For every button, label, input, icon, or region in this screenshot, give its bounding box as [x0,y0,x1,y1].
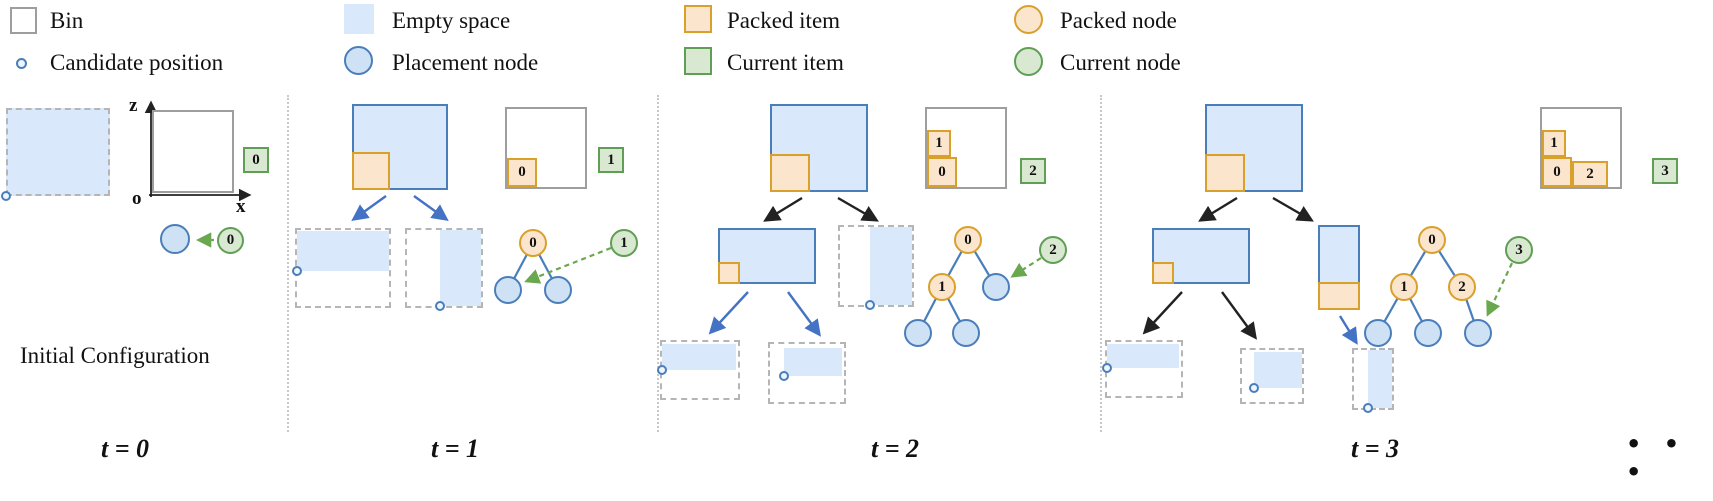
t1-left-candidate-dot [292,266,302,276]
t3-tree-node-1: 1 [1390,273,1418,301]
t1-time-label: t = 1 [430,434,480,463]
t3-grandchild-left-candidate-dot [1102,363,1112,373]
t1-current-node-arrow [524,246,612,284]
legend-packed-item-icon [684,5,712,33]
t0-current-node: 0 [217,227,244,254]
t2-current-node: 2 [1039,236,1067,264]
t3-tree-leaf-1-placement-node [1364,319,1392,347]
legend-current-node-icon [1014,47,1043,76]
t3-right-child-packed-item [1318,282,1360,310]
t2-right-child-empty-space [870,227,912,305]
t3-time-label: t = 3 [1350,434,1400,463]
panel-separator [287,95,289,432]
t1-current-node: 1 [610,229,638,257]
panel-separator [1100,95,1102,432]
t2-time-label: t = 2 [870,434,920,463]
t3-grandchild-mid-empty-space [1254,352,1302,388]
t3-split-arrow-right [1338,315,1358,345]
t1-tree-root-node: 0 [519,229,547,257]
t1-right-child-empty-space [440,230,481,306]
legend-packed-item-label: Packed item [727,8,841,33]
t2-split-arrows-bottom [708,291,821,337]
t2-grandchild-right-empty-space [784,348,842,376]
t2-tree-node-1: 1 [928,273,956,301]
t3-bin-item-0: 0 [1542,157,1572,187]
t0-caption: Initial Configuration [20,343,210,368]
t3-root-packed-item [1205,154,1245,192]
t0-axis-x-label: x [236,196,246,217]
t1-bin-item-0: 0 [507,158,537,187]
t2-right-candidate-dot [865,300,875,310]
t1-tree-left-placement-node [494,276,522,304]
legend-current-item-icon [684,47,712,75]
t3-grandchild-right-candidate-dot [1363,403,1373,413]
t3-bin-item-1: 1 [1542,130,1566,157]
t2-current-node-arrow [1010,257,1042,278]
t2-tree-root-node: 0 [954,226,982,254]
t2-tree-right-placement-node [982,273,1010,301]
legend-placement-node-icon [344,46,373,75]
t1-split-arrows [351,195,449,221]
t2-bin-item-1: 1 [927,130,951,157]
t0-bin [152,110,234,193]
t0-initial-empty-space [6,108,110,196]
t2-split-arrows-top [763,196,879,222]
t2-grandchild-right-candidate-dot [779,371,789,381]
legend-current-node-label: Current node [1060,50,1181,75]
t0-placement-node [160,224,190,254]
t3-grandchild-left-empty-space [1107,344,1179,368]
legend-bin-icon [10,7,37,34]
legend-empty-space-icon [344,4,374,34]
t2-root-packed-item [770,154,810,192]
t3-tree-node-2: 2 [1448,273,1476,301]
legend-current-item-label: Current item [727,50,844,75]
t2-tree-leaf-left-placement-node [904,319,932,347]
t1-right-candidate-dot [435,301,445,311]
t0-axes [144,100,252,202]
panel-separator [657,95,659,432]
t1-root-packed-item [352,152,390,190]
t1-tree-right-placement-node [544,276,572,304]
t2-grandchild-left-candidate-dot [657,365,667,375]
t0-axis-z-label: z [129,95,138,116]
t3-current-item: 3 [1652,158,1678,184]
legend-candidate-position-icon [16,58,27,69]
t0-axis-origin-label: o [132,188,142,209]
t3-tree-leaf-3-placement-node [1464,319,1492,347]
t0-time-label: t = 0 [100,434,150,463]
t3-grandchild-mid-candidate-dot [1249,383,1259,393]
t3-grandchild-right-empty-space [1368,350,1392,408]
t2-left-child-packed-item [718,262,740,284]
t3-tree-leaf-2-placement-node [1414,319,1442,347]
legend-bin-label: Bin [50,8,84,33]
t0-current-item: 0 [243,147,269,173]
t2-current-item: 2 [1020,158,1046,184]
legend-placement-node-label: Placement node [392,50,539,75]
t1-current-item: 1 [598,147,624,173]
t1-left-child-empty-space [297,231,389,271]
t3-current-node-arrow [1486,262,1513,317]
legend-packed-node-icon [1014,5,1043,34]
t3-grandchild-mid-bin-outline [1240,348,1304,404]
legend-candidate-position-label: Candidate position [50,50,224,75]
t2-tree-leaf-right-placement-node [952,319,980,347]
t2-bin-item-0: 0 [927,157,957,187]
legend-packed-node-label: Packed node [1060,8,1177,33]
continuation-ellipsis: • • • [1626,430,1687,486]
t3-tree-root-node: 0 [1418,226,1446,254]
t2-grandchild-right-bin-outline [768,342,846,404]
t2-grandchild-left-empty-space [662,344,736,370]
legend-empty-space-label: Empty space [392,8,511,33]
t3-bin-item-2: 2 [1572,161,1608,187]
t0-candidate-position-dot [1,191,11,201]
t3-left-child-packed-item [1152,262,1174,284]
t3-current-node: 3 [1505,236,1533,264]
t3-grandchild-right-bin-outline [1352,348,1394,410]
t2-right-child-bin-outline [838,225,914,307]
t3-split-arrows-top [1142,196,1314,340]
